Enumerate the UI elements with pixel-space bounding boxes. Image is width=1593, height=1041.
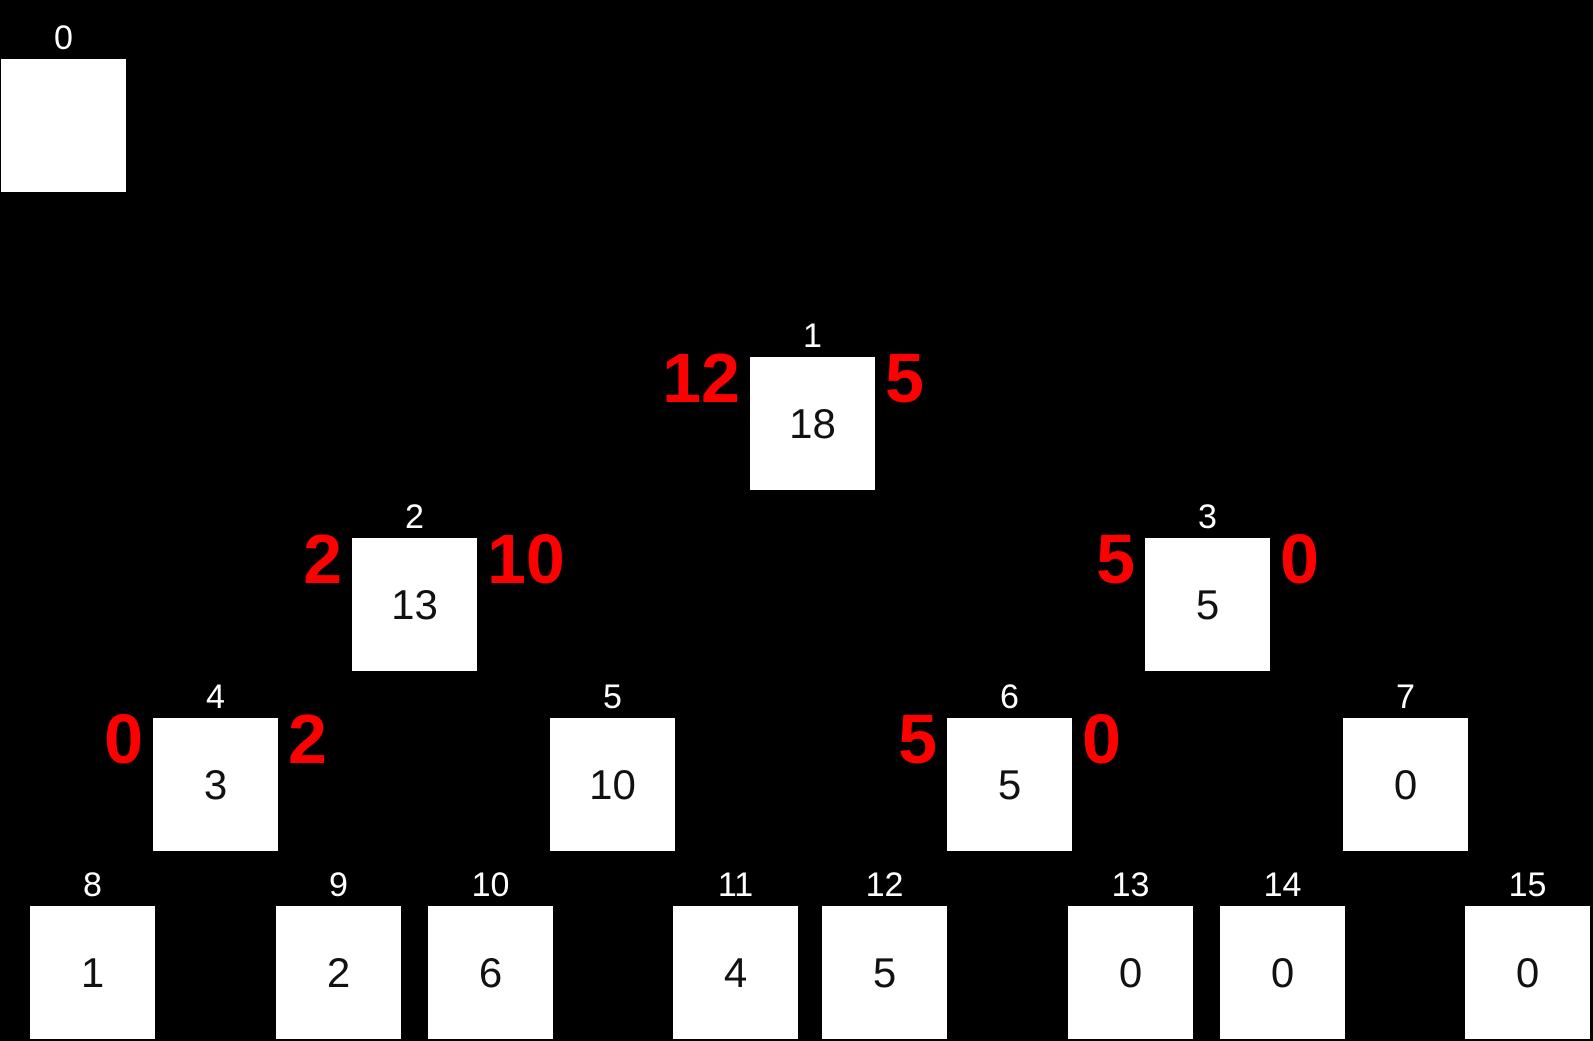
node-4-red-left-annotation: 0	[104, 700, 143, 778]
node-7-box: 0	[1343, 718, 1468, 851]
node-3-red-right-annotation: 0	[1280, 520, 1319, 598]
node-5-index-label: 5	[603, 678, 622, 716]
node-4-red-right-annotation: 2	[288, 700, 327, 778]
node-10-value: 6	[478, 948, 503, 996]
node-3-value: 5	[1195, 580, 1220, 628]
node-7-index-label: 7	[1396, 678, 1415, 716]
node-0-box	[1, 59, 126, 192]
node-4-index-label: 4	[206, 678, 225, 716]
node-15-index-label: 15	[1508, 866, 1547, 904]
node-11-index-label: 11	[717, 866, 754, 904]
node-12-box: 5	[822, 906, 947, 1039]
node-11-value: 4	[723, 948, 748, 996]
node-4-box: 3	[153, 718, 278, 851]
node-1-box: 18	[750, 357, 875, 490]
node-1-red-left-annotation: 12	[662, 339, 740, 417]
node-6-value: 5	[997, 760, 1022, 808]
node-10-box: 6	[428, 906, 553, 1039]
node-15-box: 0	[1465, 906, 1590, 1039]
node-2-red-right-annotation: 10	[487, 520, 565, 598]
node-13-box: 0	[1068, 906, 1193, 1039]
node-2-red-left-annotation: 2	[303, 520, 342, 598]
node-9-value: 2	[326, 948, 351, 996]
node-3-box: 5	[1145, 538, 1270, 671]
node-13-value: 0	[1118, 948, 1143, 996]
node-6-index-label: 6	[1000, 678, 1019, 716]
node-12-index-label: 12	[865, 866, 904, 904]
node-2-value: 13	[391, 580, 438, 628]
node-2-index-label: 2	[405, 498, 424, 536]
node-6-red-right-annotation: 0	[1082, 700, 1121, 778]
node-14-box: 0	[1220, 906, 1345, 1039]
node-3-red-left-annotation: 5	[1096, 520, 1135, 598]
node-1-value: 18	[789, 399, 836, 447]
node-5-box: 10	[550, 718, 675, 851]
node-0-index-label: 0	[54, 19, 73, 57]
node-6-box: 5	[947, 718, 1072, 851]
node-1-red-right-annotation: 5	[885, 339, 924, 417]
node-5-value: 10	[589, 760, 636, 808]
node-11-box: 4	[673, 906, 798, 1039]
node-14-index-label: 14	[1263, 866, 1302, 904]
node-14-value: 0	[1270, 948, 1295, 996]
node-10-index-label: 10	[471, 866, 510, 904]
node-15-value: 0	[1515, 948, 1540, 996]
node-8-index-label: 8	[83, 866, 102, 904]
node-8-box: 1	[30, 906, 155, 1039]
node-6-red-left-annotation: 5	[898, 700, 937, 778]
node-3-index-label: 3	[1198, 498, 1217, 536]
node-8-value: 1	[80, 948, 105, 996]
node-4-value: 3	[203, 760, 228, 808]
node-2-box: 13	[352, 538, 477, 671]
node-7-value: 0	[1393, 760, 1418, 808]
node-9-index-label: 9	[329, 866, 348, 904]
node-13-index-label: 13	[1111, 866, 1150, 904]
node-1-index-label: 1	[803, 317, 822, 355]
node-9-box: 2	[276, 906, 401, 1039]
node-12-value: 5	[872, 948, 897, 996]
